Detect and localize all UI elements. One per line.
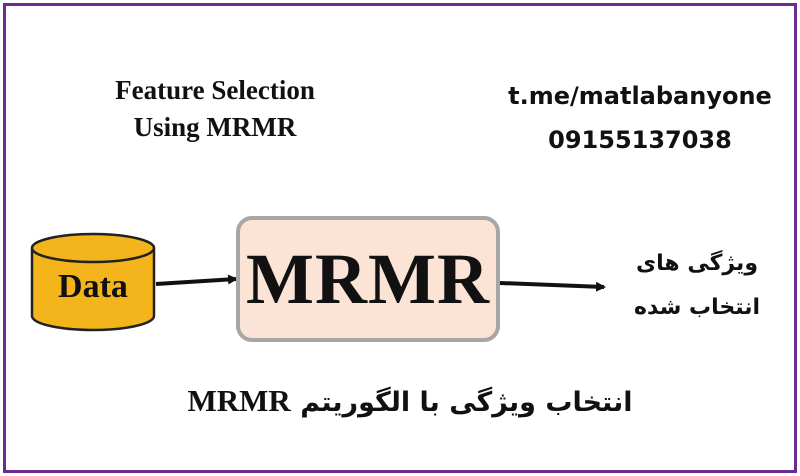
- data-label: Data: [58, 268, 128, 305]
- output-label-line-1: ویژگی های: [635, 251, 758, 276]
- title: Feature Selection Using MRMR: [60, 72, 370, 146]
- contact-info: t.me/matlabanyone 09155137038: [495, 74, 785, 162]
- phone-number: 09155137038: [548, 126, 732, 154]
- output-label: ویژگی های انتخاب شده: [612, 242, 782, 330]
- caption-latin: MRMR: [187, 383, 291, 418]
- input-arrow: [155, 274, 238, 286]
- caption-persian: انتخاب ویژگی با الگوریتم: [300, 387, 633, 418]
- process-box: [236, 216, 500, 342]
- telegram-link: t.me/matlabanyone: [508, 82, 772, 110]
- caption: انتخاب ویژگی با الگوریتم MRMR: [100, 383, 720, 419]
- output-label-line-2: انتخاب شده: [634, 295, 760, 320]
- cylinder-top: [30, 232, 156, 264]
- title-line-1: Feature Selection: [115, 75, 315, 105]
- data-cylinder: [30, 232, 156, 332]
- cylinder-body: [30, 248, 156, 332]
- output-arrow: [499, 281, 606, 292]
- process-label: MRMR: [246, 238, 490, 319]
- title-line-2: Using MRMR: [133, 112, 297, 142]
